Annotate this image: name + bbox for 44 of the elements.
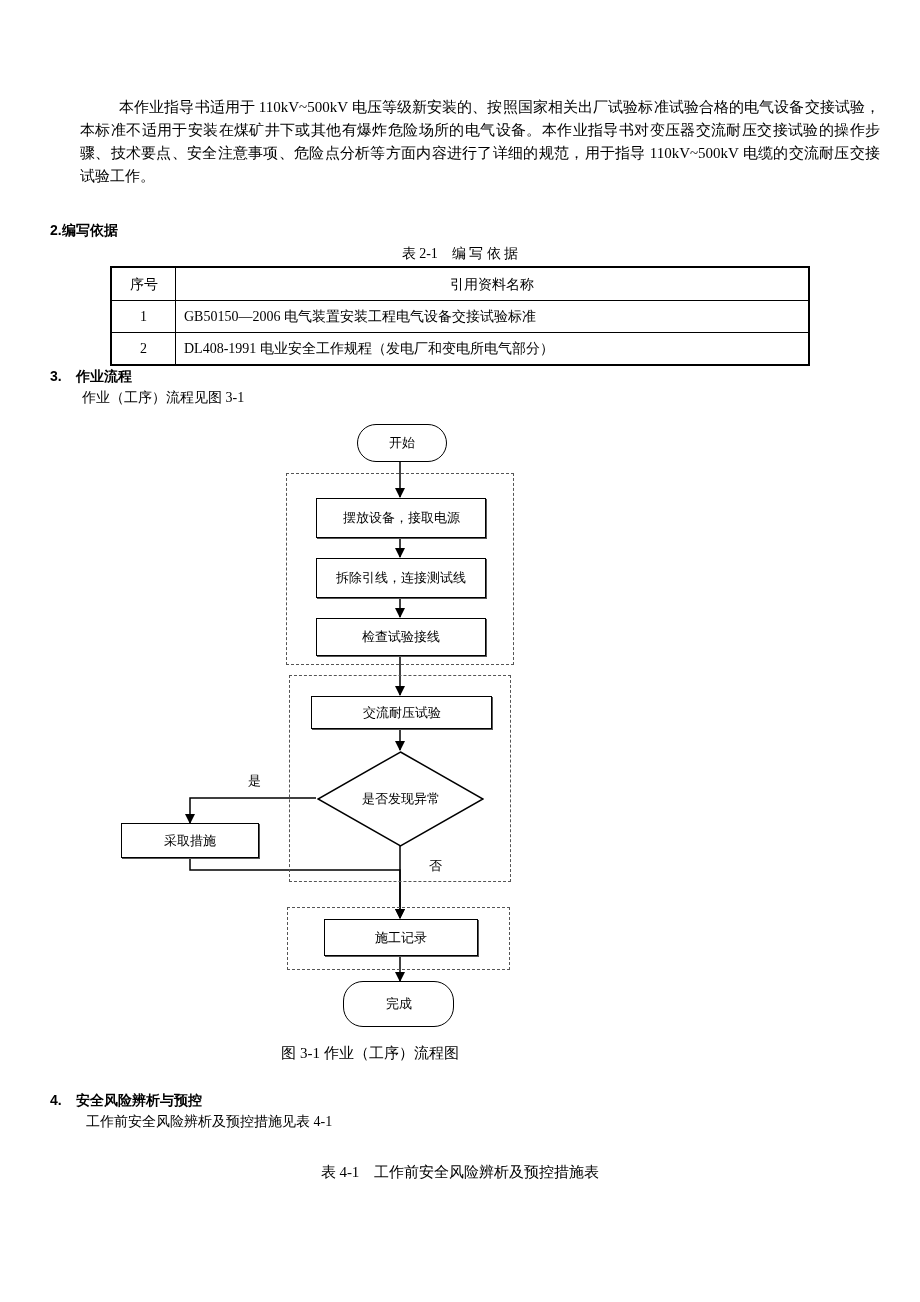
body-text: 作业（工序）流程见图 3-1 — [82, 389, 245, 407]
arrow — [395, 536, 405, 558]
arrow — [185, 797, 317, 824]
node-label: 拆除引线，连接测试线 — [335, 569, 467, 587]
arrow — [395, 654, 405, 696]
section-heading: 2.编写依据 — [50, 221, 118, 240]
terminal-node — [357, 424, 447, 462]
terminal-node — [343, 981, 454, 1027]
node-label: 交流耐压试验 — [361, 703, 442, 722]
node-label: 是否发现异常 — [360, 790, 441, 808]
process-box — [121, 823, 259, 858]
table-cell: GB50150—2006 电气装置安装工程电气设备交接试验标准 — [176, 300, 808, 332]
dashed-group-frame — [287, 907, 510, 970]
section-heading: 4. 安全风险辨析与预控 — [50, 1091, 202, 1110]
process-box — [316, 498, 486, 538]
table-cell: DL408-1991 电业安全工作规程（发电厂和变电所电气部分） — [176, 332, 808, 364]
dashed-group-frame — [289, 675, 511, 882]
body-text: 工作前安全风险辨析及预控措施见表 4-1 — [86, 1113, 333, 1131]
process-box — [324, 919, 478, 956]
table-title: 表 4-1 工作前安全风险辨析及预控措施表 — [319, 1163, 601, 1182]
table-cell: 2 — [112, 332, 176, 364]
decision-diamond — [317, 751, 484, 847]
node-label: 检查试验接线 — [361, 628, 441, 646]
dashed-group-frame — [286, 473, 514, 665]
arrow — [395, 596, 405, 618]
table-cell-text: 引用资料名称 — [449, 275, 535, 294]
table-cell: 1 — [112, 300, 176, 332]
section-heading: 3. 作业流程 — [50, 367, 132, 386]
node-label: 完成 — [384, 995, 413, 1013]
arrow — [395, 461, 405, 498]
table-cell: 序号 — [112, 268, 176, 300]
arrow — [395, 954, 405, 982]
node-label: 施工记录 — [374, 928, 428, 947]
node-label: 开始 — [388, 434, 416, 452]
process-box — [316, 558, 486, 598]
process-box — [316, 618, 486, 656]
arrow — [189, 857, 405, 919]
intro-paragraph: 本作业指导书适用于 110kV~500kV 电压等级新安装的、按照国家相关出厂试验标准试验合格的电气设备交接试验，本标准不适用于安装在煤矿井下或其他有爆炸危险场所的电气设备。本作业指导书对变压器交流耐压交接试验的操作步骤、技术要点、安全注意事项、危险点分析等方面内容进行了详细的规范，用于指导 110kV~500kV 电缆的交流耐压交接试验工作。 — [80, 98, 880, 186]
process-box — [311, 696, 492, 729]
node-label: 摆放设备，接取电源 — [341, 509, 461, 527]
node-label: 采取措施 — [163, 831, 217, 850]
arrow — [395, 727, 405, 751]
table-title: 表 2-1 编 写 依 据 — [400, 245, 520, 263]
figure-caption: 图 3-1 作业（工序）流程图 — [280, 1044, 460, 1063]
